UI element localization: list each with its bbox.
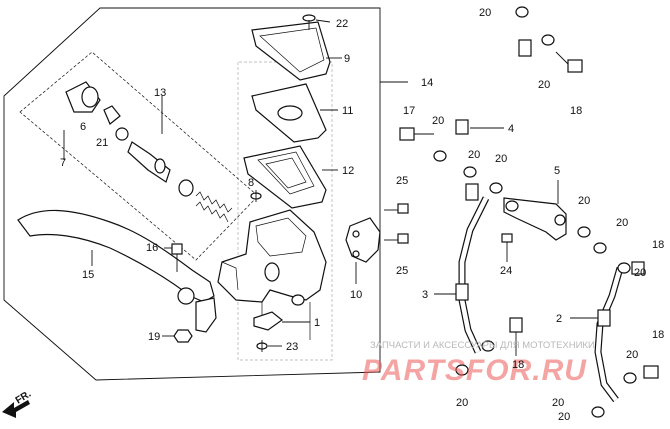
- callout-20-j: 20: [456, 397, 468, 409]
- reservoir-cap: [251, 21, 342, 81]
- callout-18-c: 18: [652, 329, 664, 341]
- callout-20-d: 20: [468, 149, 480, 161]
- watermark-logo: PARTSFOR.RU: [362, 354, 587, 387]
- hose-4: [455, 32, 532, 135]
- callout-3: 3: [422, 289, 428, 301]
- callout-18-b: 18: [652, 239, 664, 251]
- banjo-bolt-18-right: [631, 261, 645, 275]
- callout-15: 15: [82, 269, 94, 281]
- brake-lever: [17, 209, 217, 333]
- callout-12: 12: [342, 165, 354, 177]
- callout-20-b: 20: [538, 79, 550, 91]
- sealing-washers: [433, 6, 637, 418]
- callout-5: 5: [554, 165, 560, 177]
- callout-22: 22: [336, 18, 348, 30]
- callout-25-a: 25: [396, 175, 408, 187]
- callout-1: 1: [314, 317, 320, 329]
- callout-4: 4: [508, 123, 514, 135]
- screw-8: [250, 190, 262, 202]
- front-direction-arrow-icon: [2, 400, 30, 418]
- piston-kit: [63, 81, 233, 223]
- reservoir-plate: [251, 83, 338, 143]
- callout-23: 23: [286, 341, 298, 353]
- callout-11: 11: [342, 105, 353, 117]
- banjo-bolt-17: [399, 127, 434, 141]
- callout-6: 6: [80, 121, 86, 133]
- callout-13: 13: [154, 87, 166, 99]
- piston-kit-frame: [19, 51, 259, 261]
- callout-16: 16: [146, 242, 158, 254]
- callout-20-e: 20: [495, 153, 507, 165]
- callout-25-b: 25: [396, 265, 408, 277]
- bolt-24: [501, 233, 513, 262]
- callout-21: 21: [96, 137, 108, 149]
- banjo-bolt-18-mid: [509, 317, 523, 356]
- callout-20-c: 20: [432, 115, 444, 127]
- callout-20-g: 20: [616, 217, 628, 229]
- callout-18-d: 18: [512, 359, 524, 371]
- callout-14: 14: [421, 77, 433, 89]
- callout-2: 2: [556, 313, 562, 325]
- callout-20-a: 20: [479, 7, 491, 19]
- holder-10: [345, 217, 381, 284]
- screw-22: [302, 14, 331, 30]
- banjo-bolt-18-lower: [643, 365, 659, 379]
- callout-19: 19: [148, 331, 160, 343]
- callout-18-a: 18: [570, 105, 582, 117]
- callout-7: 7: [60, 157, 66, 169]
- nut-19: [162, 329, 193, 343]
- master-cylinder-body: [217, 209, 327, 340]
- banjo-bolt-18-top: [555, 51, 583, 73]
- brake-switch: [253, 311, 310, 331]
- three-way-joint: [503, 180, 567, 241]
- assembly-frame: [3, 7, 381, 381]
- callout-17: 17: [403, 105, 415, 117]
- hose-2: [570, 267, 624, 403]
- callout-10: 10: [350, 289, 362, 301]
- watermark-tagline: ЗАПЧАСТИ И АКСЕССУАРЫ ДЛЯ МОТОТЕХНИКИ: [370, 340, 595, 351]
- callout-24: 24: [500, 265, 512, 277]
- callout-20-h: 20: [634, 267, 646, 279]
- callout-20-f: 20: [578, 195, 590, 207]
- pivot-bolt: [164, 243, 183, 272]
- callout-9: 9: [344, 53, 350, 65]
- callout-20-k: 20: [552, 397, 564, 409]
- diaphragm: [243, 145, 338, 209]
- callout-8: 8: [248, 177, 254, 189]
- screw-23: [256, 340, 282, 352]
- callout-20-i: 20: [626, 349, 638, 361]
- callout-20-l: 20: [558, 411, 570, 423]
- hose-3: [434, 183, 490, 354]
- bolts-25: [384, 203, 409, 244]
- front-direction-label: FR.: [14, 389, 34, 407]
